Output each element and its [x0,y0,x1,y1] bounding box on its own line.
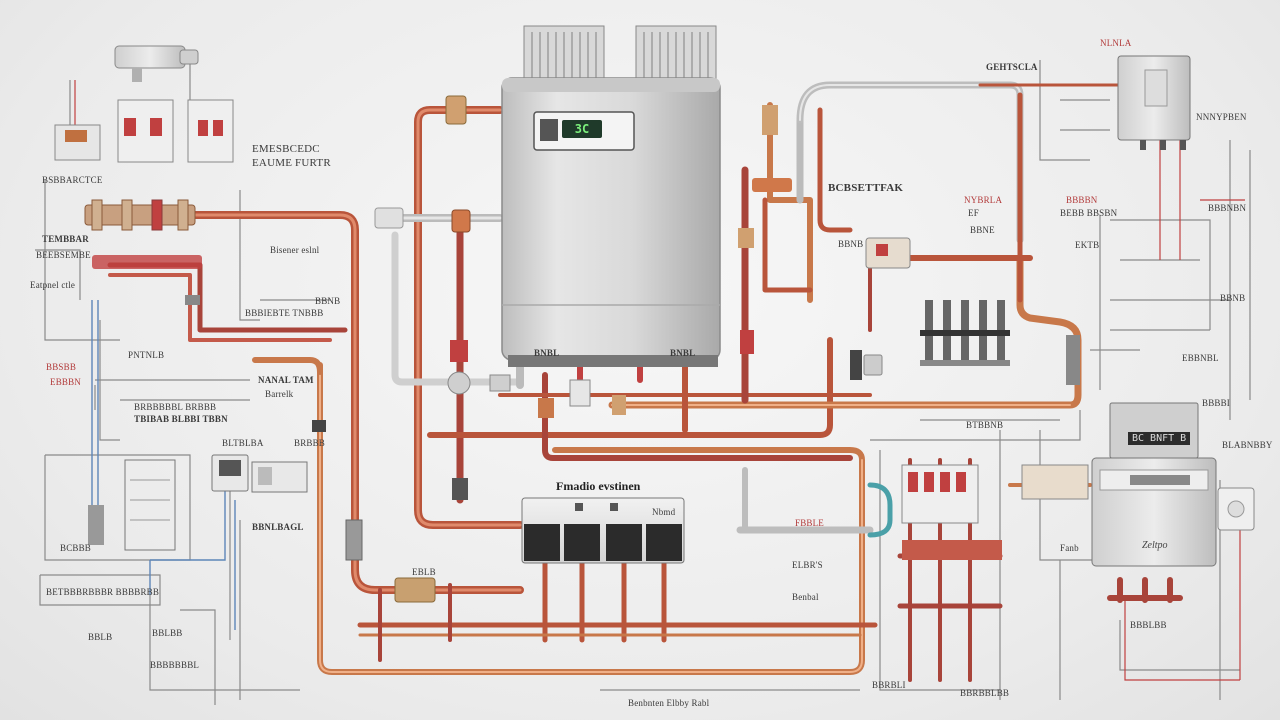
label-mid-right-4: BBNB [838,239,864,249]
label-bottom-1: Benbnten Elbby Rabl [628,698,710,708]
manifold-left [84,199,202,305]
label-mid-right-12: EBLB [412,567,436,577]
label-mid-left-3: BBBIEBTE TNBBB [245,308,324,318]
sensor-right [850,350,883,380]
label-left-3: BEEBSEMBE [36,250,91,260]
label-mid-left-6: Barrelk [265,389,294,399]
label-mid-left-1: Bisener eslnl [270,245,320,255]
boiler-badge-right: BNBL [670,348,696,358]
thermostat-left [88,454,308,551]
label-mid-left-7: BBSBB [46,362,77,372]
label-mid-left-13: BBNLBAGL [252,522,304,532]
label-left-title-2: EAUME FURTR [252,157,331,169]
label-left-1: BSBBARCTCE [42,175,103,185]
label-mid-right-7: EKTB [1075,240,1100,250]
boiler-unit [501,25,721,367]
meter-brand: Zeltpo [1142,540,1168,551]
label-left-title-1: EMESBCEDC [252,143,320,155]
label-bottom-2: BBRBLI [872,680,906,690]
label-mid-right-9: FBBLE [795,518,825,528]
label-mid-left-12: EBBBN [50,377,82,387]
label-mid-left-2: BBNB [315,296,341,306]
label-bottom-3: BBRBBLBB [960,688,1010,698]
left-fittings [312,95,626,603]
label-mid-right-10: ELBR'S [792,560,823,570]
expansion-tank [114,45,199,82]
meter-display: BC BNFT B [1128,432,1191,445]
label-bottom-left-5: BBBBBBBL [150,660,200,670]
controller-title: Fmadio evstinen [556,479,641,493]
label-top-center-right: GEHTSCLA [986,62,1038,72]
label-bottom-left-1: BETBBBRBBBR BBBBRBB [46,587,160,597]
label-mid-left-10: BLTBLBA [222,438,264,448]
valve-bank [920,300,1010,366]
schematic-wires [35,60,1251,705]
label-bottom-left-4: BBLBB [152,628,183,638]
meter-panel [1091,402,1255,567]
label-right-7: BBBLBB [1130,620,1167,630]
label-mid-right-1: NYBRLA [964,195,1003,205]
boiler-badge-left: BNBL [534,348,560,358]
label-left-2: TEMBBAR [42,234,89,244]
label-right-3: EBBNBL [1182,353,1219,363]
label-mid-right-5: BEBB BBSBN [1060,208,1118,218]
terminal-block [901,464,1002,560]
label-mid-left-11: BRBBB [294,438,326,448]
blue-wires [91,300,236,630]
label-left-4: Eatpnel ctle [30,280,76,290]
electrical-box-top-right [1117,55,1191,150]
pump-right [865,237,911,269]
boiler-fan-grille [531,32,709,78]
label-mid-right-11: Benbal [792,592,819,602]
pump-controller [521,497,685,564]
label-top-right-2: NNNYPBEN [1196,112,1247,122]
controller-badge: Nbmd [652,507,676,517]
label-bottom-left-3: BBLB [88,632,113,642]
label-mid-left-5: NANAL TAM [258,375,314,385]
fittings-right [738,105,1089,500]
label-mid-left-9: TBIBAB BLBBI TBBN [134,414,228,424]
label-mid-left-8: BRBBBBBL BRBBB [134,402,217,412]
label-mid-right-3: BBNE [970,225,995,235]
label-right-4: BBBBI [1202,398,1231,408]
label-top-right: NLNLA [1100,38,1132,48]
label-bottom-left-2: BCBBB [60,543,92,553]
label-right-1: BBBNBN [1208,203,1247,213]
label-mid-right-8: BTBBNB [966,420,1004,430]
label-mid-left-4: PNTNLB [128,350,165,360]
label-right-6: Fanb [1060,543,1079,553]
label-mid-right-6: BBBBN [1066,195,1098,205]
zone-valves-top-left [54,99,234,163]
boiler-display: 3C [562,120,602,138]
red-wires [74,80,1245,681]
label-right-2: BBNB [1220,293,1246,303]
label-right-5: BLABNBBY [1222,440,1273,450]
label-mid-right-2: EF [968,208,979,218]
label-center-right: BCBSETTFAK [828,182,904,194]
